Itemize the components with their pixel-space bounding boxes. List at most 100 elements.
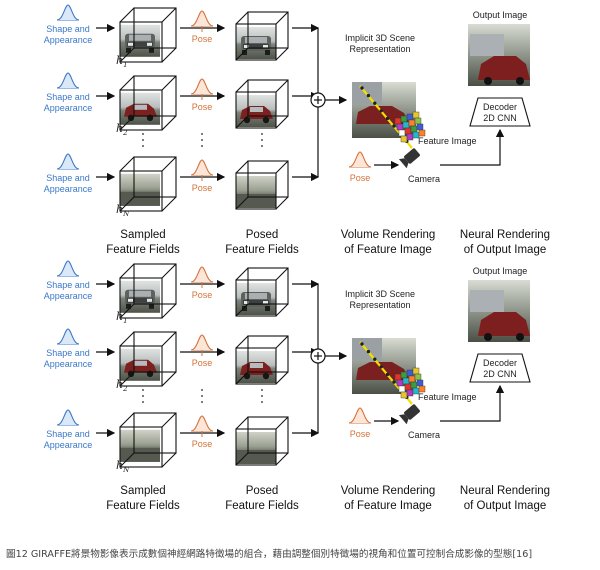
cube-content xyxy=(120,92,160,125)
ellipsis-dot xyxy=(201,139,203,141)
output-image-label: Output Image xyxy=(473,10,528,20)
sampled-feature-field-cube xyxy=(119,331,177,387)
scene-title-line2: Representation xyxy=(349,44,410,54)
stage-volume-line1: Volume Rendering xyxy=(341,485,436,497)
pose-label: Pose xyxy=(192,102,213,112)
cube-edge xyxy=(161,115,177,131)
camera-label: Camera xyxy=(408,430,440,440)
ellipsis-dot xyxy=(142,139,144,141)
ellipsis-dot xyxy=(261,145,263,147)
ray-sample-point xyxy=(366,349,371,354)
cube-content xyxy=(120,348,160,381)
ellipsis-dot xyxy=(261,133,263,135)
output-wheel xyxy=(484,77,492,85)
sampled-feature-field-cube xyxy=(119,75,177,131)
feature-grid-cell xyxy=(406,389,414,397)
ellipsis-dot xyxy=(142,145,144,147)
feature-image-label: Feature Image xyxy=(418,392,477,402)
pose-label: Pose xyxy=(192,183,213,193)
ray-sample-point xyxy=(392,380,396,384)
stage-posed-line2: Feature Fields xyxy=(225,500,299,512)
shape-appearance-gaussian-icon xyxy=(56,409,80,426)
cube-edge xyxy=(235,371,249,385)
feature-grid-cell xyxy=(394,117,402,125)
cube-content xyxy=(120,24,160,57)
camera-label: Camera xyxy=(408,174,440,184)
cube-front xyxy=(235,279,277,317)
feature-grid-cell xyxy=(406,133,414,141)
cube-front xyxy=(119,426,163,468)
cube-edge xyxy=(235,335,249,349)
feature-grid-cell xyxy=(414,373,422,381)
shape-appearance-label: Shape and xyxy=(46,173,90,183)
shape-appearance-label: Appearance xyxy=(44,184,93,194)
feature-grid-cell xyxy=(416,123,424,131)
cube-front xyxy=(235,172,277,210)
feature-grid-cell xyxy=(414,117,422,125)
feature-image-label: Feature Image xyxy=(418,136,477,146)
camera-pose-gaussian-icon xyxy=(348,407,372,424)
ellipsis-dot xyxy=(261,401,263,403)
cube-edge xyxy=(161,303,177,319)
ray-sample-point xyxy=(385,372,390,377)
ray-sample-point xyxy=(379,365,383,369)
output-gray-car xyxy=(470,34,504,56)
shape-appearance-label: Appearance xyxy=(44,35,93,45)
feature-grid-cell xyxy=(394,373,402,381)
camera-icon xyxy=(398,148,420,169)
scene-title-line1: Implicit 3D Scene xyxy=(345,289,415,299)
cube-edge xyxy=(275,267,289,281)
cube-edge xyxy=(275,335,289,349)
shape-appearance-label: Shape and xyxy=(46,348,90,358)
feature-grid-cell xyxy=(404,127,412,135)
cube-edge xyxy=(161,196,177,212)
scene-title-line2: Representation xyxy=(349,300,410,310)
cube-edge xyxy=(119,156,135,172)
cube-edge xyxy=(235,47,249,61)
camera-lens xyxy=(398,158,409,169)
cube-edge xyxy=(119,196,135,212)
stage-sampled-line2: Feature Fields xyxy=(106,244,180,256)
shape-appearance-gaussian-icon xyxy=(56,260,80,277)
ray-sample-point xyxy=(360,342,364,346)
cube-edge xyxy=(275,452,289,466)
feature-grid-cell xyxy=(410,125,418,133)
cube-back xyxy=(133,331,177,373)
output-wheel xyxy=(516,77,524,85)
sampled-feature-field-cube xyxy=(119,412,177,468)
feature-grid-cell xyxy=(408,375,416,383)
cube-front xyxy=(119,345,163,387)
ray-sample-point xyxy=(373,101,377,105)
decoder-cnn-block xyxy=(469,97,531,127)
stage-neural-line1: Neural Rendering xyxy=(460,485,550,497)
feature-grid-cell xyxy=(406,369,414,377)
cube-edge xyxy=(161,156,177,172)
pose-label: Pose xyxy=(192,290,213,300)
cube-edge xyxy=(275,303,289,317)
shape-appearance-label: Appearance xyxy=(44,440,93,450)
output-image-label: Output Image xyxy=(473,266,528,276)
ellipsis-dot xyxy=(261,395,263,397)
cube-edge xyxy=(161,263,177,279)
cube-front xyxy=(235,91,277,129)
shape-appearance-label: Appearance xyxy=(44,103,93,113)
cube-edge xyxy=(235,416,249,430)
stage-posed-line1: Posed xyxy=(246,485,279,497)
shape-appearance-gaussian-icon xyxy=(56,72,80,89)
feature-grid-cell xyxy=(398,129,406,137)
cube-back xyxy=(247,416,289,454)
cube-edge xyxy=(161,331,177,347)
stage-sampled-line1: Sampled xyxy=(120,485,165,497)
decoder-label-line2: 2D CNN xyxy=(483,369,517,379)
cube-back xyxy=(133,75,177,117)
output-wheel xyxy=(516,333,524,341)
cube-edge xyxy=(119,331,135,347)
stage-volume-line1: Volume Rendering xyxy=(341,229,436,241)
ellipsis-dot xyxy=(142,133,144,135)
shape-appearance-label: Shape and xyxy=(46,24,90,34)
feature-grid-cell xyxy=(398,385,406,393)
shape-appearance-label: Appearance xyxy=(44,359,93,369)
